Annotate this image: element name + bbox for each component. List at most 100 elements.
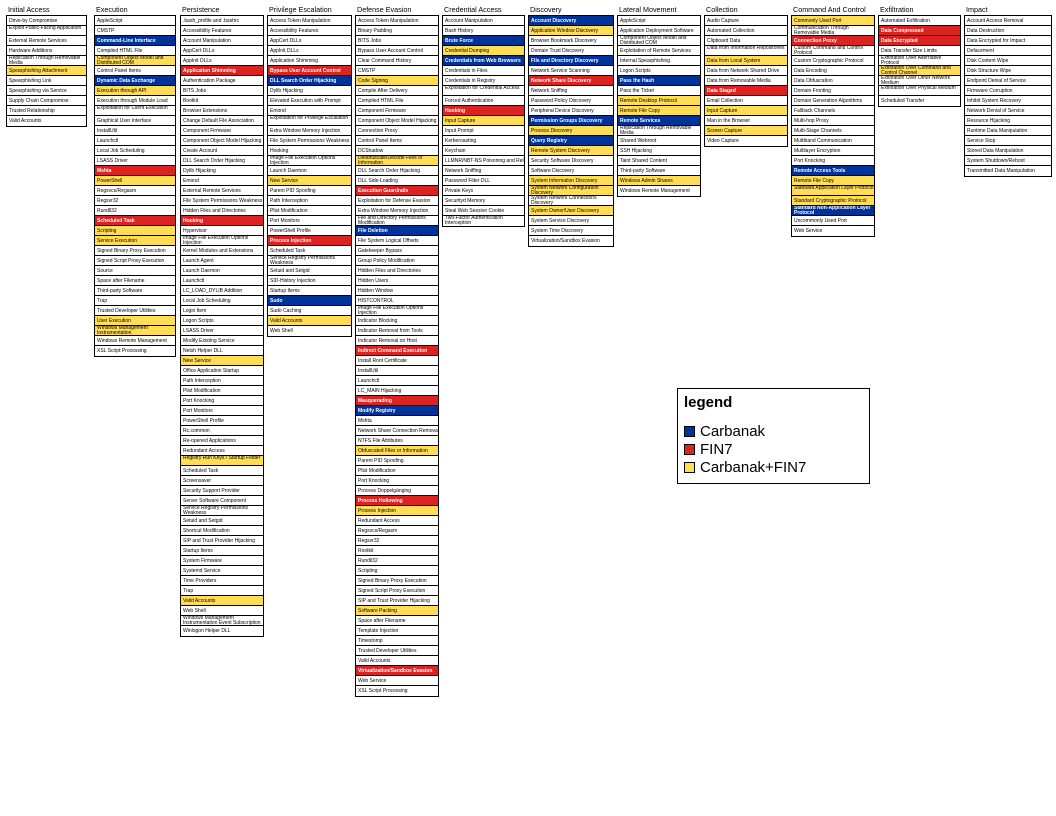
- technique-cell[interactable]: Data Encrypted: [879, 36, 960, 46]
- technique-cell[interactable]: Launchctl: [95, 136, 175, 146]
- technique-cell[interactable]: Internal Spearphishing: [618, 56, 700, 66]
- technique-cell[interactable]: Local Job Scheduling: [181, 296, 263, 306]
- technique-cell[interactable]: Data Compressed: [879, 26, 960, 36]
- technique-cell[interactable]: Launch Agent: [181, 256, 263, 266]
- technique-cell[interactable]: Exploitation for Defense Evasion: [356, 196, 438, 206]
- technique-cell[interactable]: Web Shell: [181, 606, 263, 616]
- technique-cell[interactable]: Graphical User Interface: [95, 116, 175, 126]
- technique-cell[interactable]: Scheduled Task: [95, 216, 175, 226]
- technique-cell[interactable]: Third-party Software: [95, 286, 175, 296]
- technique-cell[interactable]: Group Policy Modification: [356, 256, 438, 266]
- technique-cell[interactable]: Signed Script Proxy Execution: [356, 586, 438, 596]
- technique-cell[interactable]: Windows Remote Management: [620, 188, 690, 194]
- technique-cell[interactable]: SIP and Trust Provider Hijacking: [356, 596, 438, 606]
- technique-cell[interactable]: Valid Accounts: [9, 118, 42, 124]
- technique-cell[interactable]: Email Collection: [705, 96, 787, 106]
- technique-cell[interactable]: Automated Collection: [705, 26, 787, 36]
- technique-cell[interactable]: Connection Proxy: [356, 126, 438, 136]
- technique-cell[interactable]: Two-Factor Authentication Interception: [445, 216, 503, 226]
- technique-cell[interactable]: Account Access Removal: [965, 16, 1051, 26]
- technique-cell[interactable]: Clear Command History: [356, 56, 438, 66]
- technique-cell[interactable]: Domain Trust Discovery: [529, 46, 613, 56]
- technique-cell[interactable]: Mshta: [95, 166, 175, 176]
- technique-cell[interactable]: Code Signing: [356, 76, 438, 86]
- technique-cell[interactable]: Control Panel Items: [356, 136, 438, 146]
- technique-cell[interactable]: Exploitation of Remote Services: [618, 46, 700, 56]
- technique-cell[interactable]: Replication Through Removable Media: [7, 56, 86, 66]
- technique-cell[interactable]: Scripting: [95, 226, 175, 236]
- technique-cell[interactable]: Compile After Delivery: [356, 86, 438, 96]
- technique-cell[interactable]: Deobfuscate/Decode Files or Information: [356, 156, 438, 166]
- technique-cell[interactable]: File System Logical Offsets: [356, 236, 438, 246]
- technique-cell[interactable]: Change Default File Association: [181, 116, 263, 126]
- technique-cell[interactable]: Exploitation for Privilege Escalation: [268, 116, 351, 126]
- technique-cell[interactable]: Bash History: [443, 26, 524, 36]
- technique-cell[interactable]: Login Item: [181, 306, 263, 316]
- technique-cell[interactable]: Standard Cryptographic Protocol: [792, 196, 874, 206]
- technique-cell[interactable]: Template Injection: [356, 626, 438, 636]
- technique-cell[interactable]: Local Job Scheduling: [95, 146, 175, 156]
- technique-cell[interactable]: Query Registry: [529, 136, 613, 146]
- technique-cell[interactable]: Runtime Data Manipulation: [965, 126, 1051, 136]
- technique-cell[interactable]: Man in the Browser: [705, 116, 787, 126]
- technique-cell[interactable]: Browser Extensions: [181, 106, 263, 116]
- technique-cell[interactable]: Regsvcs/Regasm: [95, 186, 175, 196]
- technique-cell[interactable]: Drive-by Compromise: [7, 16, 86, 26]
- technique-cell[interactable]: Image File Execution Options Injection: [181, 236, 263, 246]
- technique-cell[interactable]: Virtualization/Sandbox Evasion: [356, 666, 438, 676]
- technique-cell[interactable]: Gatekeeper Bypass: [356, 246, 438, 256]
- technique-cell[interactable]: Data Destruction: [965, 26, 1051, 36]
- technique-cell[interactable]: Clipboard Data: [705, 36, 787, 46]
- technique-cell[interactable]: Security Software Discovery: [529, 156, 613, 166]
- technique-cell[interactable]: Supply Chain Compromise: [7, 96, 86, 106]
- technique-cell[interactable]: System Information Discovery: [529, 176, 613, 186]
- technique-cell[interactable]: Windows Management Instrumentation Event…: [181, 616, 263, 626]
- technique-cell[interactable]: DLL Side-Loading: [356, 176, 438, 186]
- technique-cell[interactable]: Regsvcs/Regasm: [356, 526, 438, 536]
- technique-cell[interactable]: NTFS File Attributes: [356, 436, 438, 446]
- technique-cell[interactable]: Trusted Relationship: [7, 106, 86, 116]
- technique-cell[interactable]: Hooking: [268, 146, 351, 156]
- technique-cell[interactable]: Multilayer Encryption: [792, 146, 874, 156]
- technique-cell[interactable]: Remote File Copy: [618, 106, 700, 116]
- technique-cell[interactable]: Account Manipulation: [443, 16, 524, 26]
- technique-cell[interactable]: PowerShell Profile: [181, 416, 263, 426]
- technique-cell[interactable]: Screensaver: [181, 476, 263, 486]
- technique-cell[interactable]: Registry Run Keys / Startup Folder: [181, 456, 263, 466]
- technique-cell[interactable]: Exfiltration Over Physical Medium: [879, 86, 960, 96]
- technique-cell[interactable]: Signed Binary Proxy Execution: [356, 576, 438, 586]
- technique-cell[interactable]: Private Keys: [443, 186, 524, 196]
- technique-cell[interactable]: Port Knocking: [792, 156, 874, 166]
- technique-cell[interactable]: Exfiltration Over Alternative Protocol: [879, 56, 960, 66]
- technique-cell[interactable]: Port Monitors: [268, 216, 351, 226]
- technique-cell[interactable]: Execution Guardrails: [356, 186, 438, 196]
- technique-cell[interactable]: LSASS Driver: [95, 156, 175, 166]
- technique-cell[interactable]: Service Registry Permissions Weakness: [181, 506, 263, 516]
- technique-cell[interactable]: BITS Jobs: [181, 86, 263, 96]
- technique-cell[interactable]: Parent PID Spoofing: [356, 456, 438, 466]
- technique-cell[interactable]: Compiled HTML File: [95, 46, 175, 56]
- technique-cell[interactable]: Remote File Copy: [792, 176, 874, 186]
- technique-cell[interactable]: Service Stop: [965, 136, 1051, 146]
- technique-cell[interactable]: File and Directory Discovery: [529, 56, 613, 66]
- technique-cell[interactable]: Emond: [268, 106, 351, 116]
- technique-cell[interactable]: Launch Daemon: [181, 266, 263, 276]
- technique-cell[interactable]: Application Shimming: [268, 56, 351, 66]
- technique-cell[interactable]: LC_LOAD_DYLIB Addition: [181, 286, 263, 296]
- technique-cell[interactable]: Hypervisor: [181, 226, 263, 236]
- technique-cell[interactable]: Path Interception: [268, 196, 351, 206]
- technique-cell[interactable]: Automated Exfiltration: [879, 16, 960, 26]
- technique-cell[interactable]: System Service Discovery: [529, 216, 613, 226]
- technique-cell[interactable]: Trap: [181, 586, 263, 596]
- technique-cell[interactable]: Sudo Caching: [268, 306, 351, 316]
- technique-cell[interactable]: Web Shell: [270, 328, 293, 334]
- technique-cell[interactable]: Fallback Channels: [792, 106, 874, 116]
- technique-cell[interactable]: Plist Modification: [181, 386, 263, 396]
- technique-cell[interactable]: Remote Services: [618, 116, 700, 126]
- technique-cell[interactable]: Uncommonly Used Port: [792, 216, 874, 226]
- technique-cell[interactable]: Custom Cryptographic Protocol: [792, 56, 874, 66]
- technique-cell[interactable]: Network Sniffing: [529, 86, 613, 96]
- technique-cell[interactable]: Replication Through Removable Media: [618, 126, 700, 136]
- technique-cell[interactable]: Process Discovery: [529, 126, 613, 136]
- technique-cell[interactable]: Compiled HTML File: [356, 96, 438, 106]
